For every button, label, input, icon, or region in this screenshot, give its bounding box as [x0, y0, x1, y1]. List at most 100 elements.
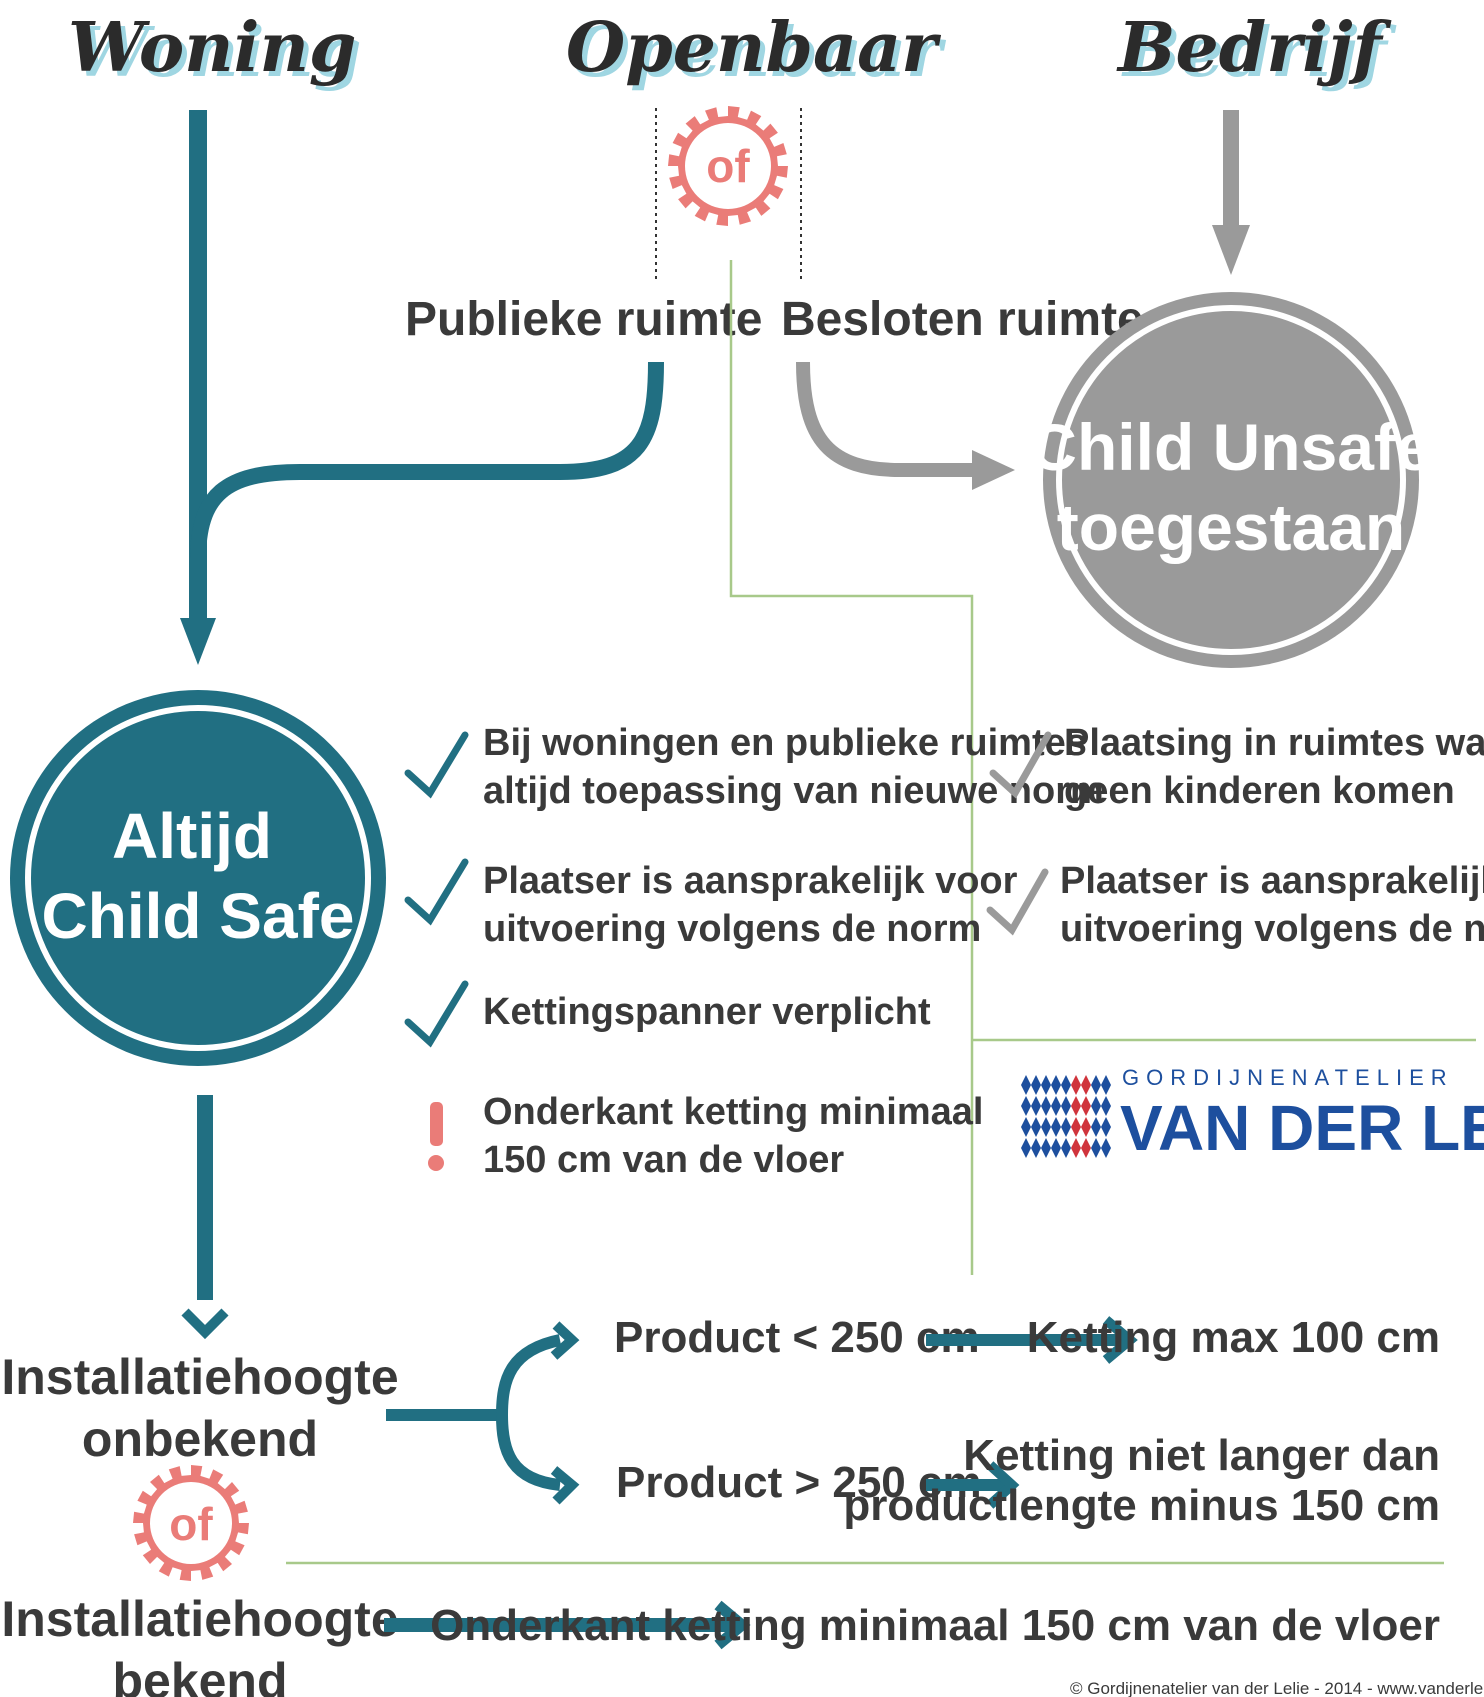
product-large-label: Product > 250 cm: [616, 1458, 982, 1507]
svg-text:Altijd: Altijd: [112, 800, 272, 872]
svg-text:uitvoering volgens de norm: uitvoering volgens de norm: [483, 908, 981, 950]
logo-diamond: [1021, 1117, 1031, 1137]
svg-text:Woning: Woning: [73, 13, 361, 93]
svg-text:Plaatser is aansprakelijk voor: Plaatser is aansprakelijk voor: [483, 860, 1018, 902]
svg-text:Bedrijf: Bedrijf: [1121, 13, 1397, 93]
logo-diamond: [1041, 1075, 1051, 1095]
logo-diamond: [1081, 1096, 1091, 1116]
gear-hole: [150, 1482, 232, 1564]
child-unsafe-circle: Child Unsafe toegestaan: [1029, 292, 1433, 668]
header-woning: Woning Woning: [68, 8, 361, 93]
besloten-ruimte-label: Besloten ruimte: [781, 293, 1144, 346]
logo-diamond: [1041, 1117, 1051, 1137]
logo-diamond: [1091, 1096, 1101, 1116]
svg-text:Kettingspanner verplicht: Kettingspanner verplicht: [483, 991, 931, 1033]
svg-text:Openbaar: Openbaar: [566, 8, 941, 88]
gear-hole: [685, 123, 771, 209]
svg-text:Woning: Woning: [68, 8, 356, 88]
checkmark-icon: [404, 731, 469, 799]
logo-diamond: [1101, 1138, 1111, 1158]
left-check-2: Plaatser is aansprakelijk voor uitvoerin…: [404, 858, 1018, 950]
logo-diamond: [1041, 1138, 1051, 1158]
child-safe-circle: Altijd Child Safe: [10, 690, 386, 1066]
arrow-to-result-small: [926, 1316, 1138, 1364]
svg-text:Plaatsing in ruimtes waar: Plaatsing in ruimtes waar: [1064, 722, 1484, 764]
logo-diamond: [1081, 1117, 1091, 1137]
of-label-bottom: of: [169, 1498, 213, 1550]
logo-diamond: [1101, 1075, 1111, 1095]
of-label-top: of: [706, 140, 750, 192]
logo-diamond: [1031, 1117, 1041, 1137]
svg-text:Onderkant ketting minimaal: Onderkant ketting minimaal: [483, 1091, 983, 1133]
logo-diamond: [1051, 1096, 1061, 1116]
svg-text:toegestaan: toegestaan: [1057, 490, 1405, 564]
logo-diamond: [1051, 1138, 1061, 1158]
logo-diamond: [1061, 1117, 1071, 1137]
svg-text:uitvoering volgens de norm: uitvoering volgens de norm: [1060, 908, 1484, 950]
svg-text:Openbaar: Openbaar: [571, 13, 946, 93]
header-bedrijf: Bedrijf Bedrijf: [1116, 8, 1397, 93]
logo-diamond: [1051, 1075, 1061, 1095]
svg-text:GORDIJNENATELIER: GORDIJNENATELIER: [1122, 1065, 1454, 1090]
checkmark-icon: [986, 868, 1049, 936]
svg-text:150 cm van de vloer: 150 cm van de vloer: [483, 1139, 844, 1181]
logo-diamond: [1021, 1096, 1031, 1116]
product-small-label: Product < 250 cm: [614, 1313, 980, 1362]
header-openbaar: Openbaar Openbaar: [566, 8, 946, 93]
exclamation-icon: [428, 1102, 444, 1171]
logo-diamond: [1061, 1096, 1071, 1116]
install-known-line1: Installatiehoogte: [1, 1591, 398, 1647]
logo-diamond: [1071, 1117, 1081, 1137]
logo-diamond: [1101, 1096, 1111, 1116]
logo-diamond: [1101, 1117, 1111, 1137]
logo-diamond: [1091, 1138, 1101, 1158]
fork-arrow: [386, 1321, 580, 1505]
logo-diamond: [1021, 1138, 1031, 1158]
warning-item: Onderkant ketting minimaal 150 cm van de…: [428, 1091, 983, 1181]
logo-diamond: [1041, 1096, 1051, 1116]
besloten-curve-arrow: [796, 361, 1015, 490]
checkmark-icon: [404, 858, 469, 926]
svg-text:Child Unsafe: Child Unsafe: [1029, 410, 1432, 484]
logo-diamond: [1031, 1138, 1041, 1158]
svg-text:Child Safe: Child Safe: [42, 880, 355, 952]
van-der-lelie-logo: GORDIJNENATELIER VAN DER LELIE: [1021, 1065, 1484, 1164]
openbaar-separator: [655, 108, 802, 282]
checkmark-icon: [989, 731, 1052, 799]
logo-diamond: [1061, 1075, 1071, 1095]
left-check-3: Kettingspanner verplicht: [404, 980, 931, 1048]
bedrijf-arrow: [1212, 110, 1250, 275]
logo-diamond: [1071, 1138, 1081, 1158]
of-gear-bottom-icon: [133, 1465, 249, 1581]
logo-diamond: [1061, 1138, 1071, 1158]
of-gear-icon: [668, 106, 788, 226]
svg-text:geen kinderen komen: geen kinderen komen: [1064, 770, 1455, 812]
logo-pattern-icon: [1021, 1075, 1111, 1158]
svg-text:Bedrijf: Bedrijf: [1116, 8, 1392, 88]
install-known-line2: bekend: [112, 1653, 287, 1697]
result-small-label: Ketting max 100 cm: [1027, 1313, 1440, 1362]
logo-diamond: [1021, 1075, 1031, 1095]
svg-text:Plaatser is aansprakelijk voor: Plaatser is aansprakelijk voor: [1060, 860, 1484, 902]
publieke-curve-arrow: [190, 361, 664, 561]
logo-diamond: [1031, 1075, 1041, 1095]
result-known-label: Onderkant ketting minimaal 150 cm van de…: [430, 1601, 1440, 1650]
result-large-line2: productlengte minus 150 cm: [843, 1481, 1440, 1530]
svg-text:Bij woningen en publieke ruimt: Bij woningen en publieke ruimtes: [483, 722, 1087, 764]
install-unknown-line2: onbekend: [82, 1411, 318, 1467]
childsafe-down-arrow: [181, 1095, 229, 1340]
logo-diamond: [1091, 1075, 1101, 1095]
woning-arrow: [180, 110, 216, 665]
checkmark-icon: [404, 980, 469, 1048]
footer-copyright: © Gordijnenatelier van der Lelie - 2014 …: [1070, 1679, 1484, 1697]
green-dividers: [286, 260, 1476, 1565]
publieke-ruimte-label: Publieke ruimte: [405, 293, 762, 346]
arrow-to-result-large: [926, 1461, 1020, 1509]
svg-text:VAN DER LELIE: VAN DER LELIE: [1120, 1092, 1484, 1164]
arrow-to-result-known: [384, 1600, 751, 1650]
logo-diamond: [1051, 1117, 1061, 1137]
right-check-2: Plaatser is aansprakelijk voor uitvoerin…: [986, 860, 1484, 950]
result-large-line1: Ketting niet langer dan: [963, 1431, 1440, 1480]
logo-diamond: [1081, 1138, 1091, 1158]
